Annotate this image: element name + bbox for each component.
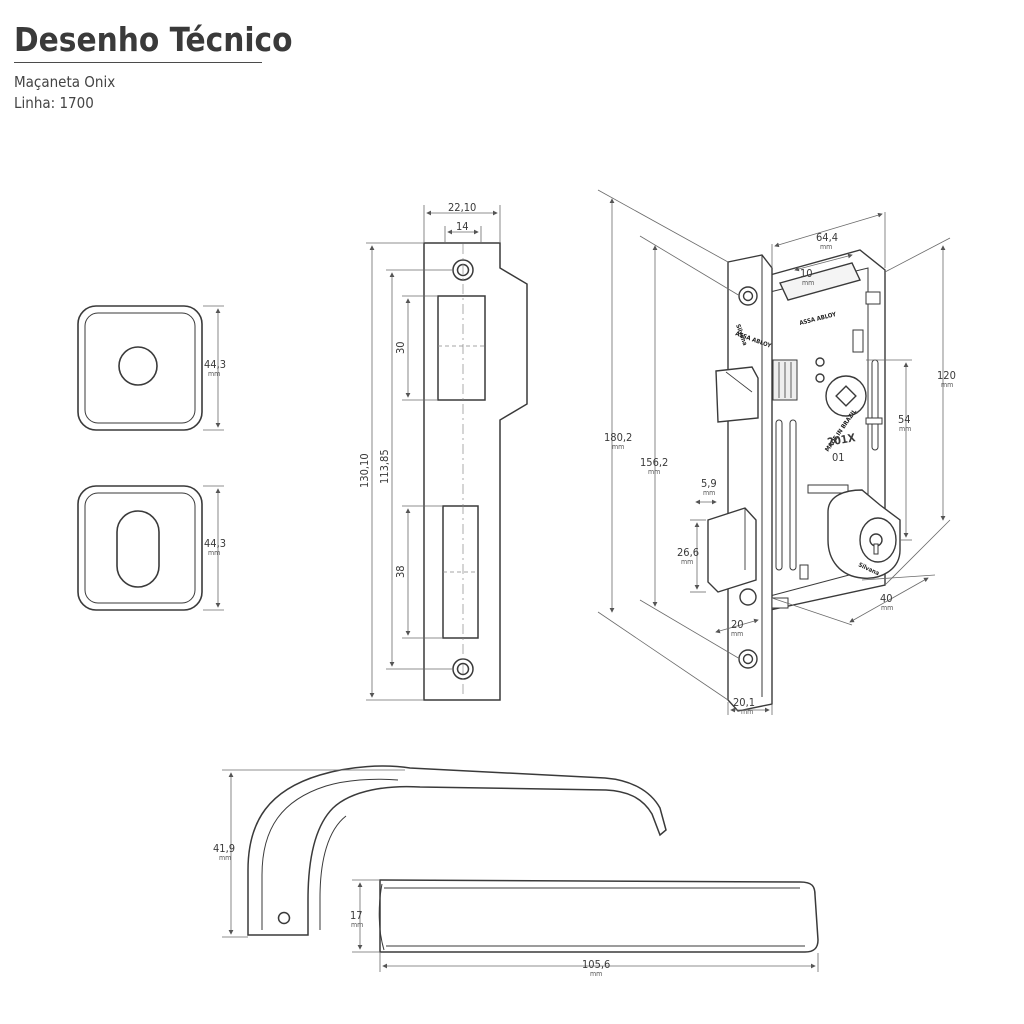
handle-set-screw [277, 911, 291, 925]
lock-latch-projection-label: 5,9 [701, 477, 717, 490]
unit-label: mm [612, 443, 624, 451]
title-underline [14, 62, 262, 63]
strike-upper-opening-label: 30 [394, 341, 407, 354]
upper-strike-opening [437, 295, 486, 401]
lock-body-dims [597, 189, 951, 715]
handle-top-dims [352, 879, 819, 972]
handle-side-view [247, 765, 667, 936]
handle-height-label: 41,9 [213, 842, 235, 855]
oval-key-hole [116, 510, 160, 588]
unit-label: mm [219, 854, 231, 862]
handle-length-label: 105,6 [582, 958, 610, 971]
unit-label: mm [351, 921, 363, 929]
latch-bolt [715, 366, 759, 423]
unit-label: mm [941, 381, 953, 389]
drawing-header: Desenho Técnico Maçaneta Onix Linha: 170… [14, 18, 293, 114]
handle-thickness-label: 17 [350, 909, 363, 922]
lock-bolt-height-label: 26,6 [677, 546, 699, 559]
round-spindle-hole [118, 346, 158, 386]
unit-label: mm [899, 425, 911, 433]
unit-label: mm [881, 604, 893, 612]
unit-label: mm [590, 970, 602, 978]
strike-plate-dims [366, 205, 501, 701]
round-rosette-height-dim [203, 305, 224, 431]
strike-height-total-label: 130,10 [358, 453, 371, 488]
oval-rosette-height-dim [203, 485, 224, 611]
handle-height-dim [222, 769, 405, 938]
dead-bolt [707, 507, 757, 593]
stamp-model: 201X [826, 431, 856, 449]
lock-backset-offset-label: 10 [800, 267, 813, 280]
oval-rosette [77, 485, 203, 611]
lock-cylinder-backset-label: 40 [880, 592, 893, 605]
lock-total-height-label: 180,2 [604, 431, 632, 444]
unit-label: mm [648, 468, 660, 476]
faceplate-screw [739, 588, 757, 606]
lock-depth-label: 64,4 [816, 231, 838, 244]
lock-faceplate-holes-label: 156,2 [640, 456, 668, 469]
unit-label: mm [703, 489, 715, 497]
stamp-code: 01 [832, 451, 845, 464]
strike-width-inner-label: 14 [456, 220, 469, 233]
unit-label: mm [681, 558, 693, 566]
strike-plate [423, 242, 528, 701]
oval-rosette-height-label: 44,3 [204, 537, 226, 550]
unit-label: mm [208, 549, 220, 557]
unit-label: mm [820, 243, 832, 251]
lock-bolt-width-label: 20 [731, 618, 744, 631]
page-title: Desenho Técnico [14, 20, 293, 59]
handle-top-view [378, 879, 819, 953]
mortise-lock-body [707, 249, 901, 712]
product-line: Linha: 1700 [14, 94, 94, 112]
product-name: Maçaneta Onix [14, 73, 116, 91]
lock-handle-cylinder-label: 54 [898, 413, 911, 426]
unit-label: mm [741, 708, 753, 716]
unit-label: mm [731, 630, 743, 638]
strike-hole-spacing-label: 113,85 [378, 449, 391, 484]
strike-width-total-label: 22,10 [448, 201, 476, 214]
lock-case-height-label: 120 [937, 369, 956, 382]
round-rosette-height-label: 44,3 [204, 358, 226, 371]
lock-faceplate-width-label: 20,1 [733, 696, 755, 709]
round-rosette [77, 305, 203, 431]
unit-label: mm [208, 370, 220, 378]
unit-label: mm [802, 279, 814, 287]
strike-lower-opening-label: 38 [394, 565, 407, 578]
